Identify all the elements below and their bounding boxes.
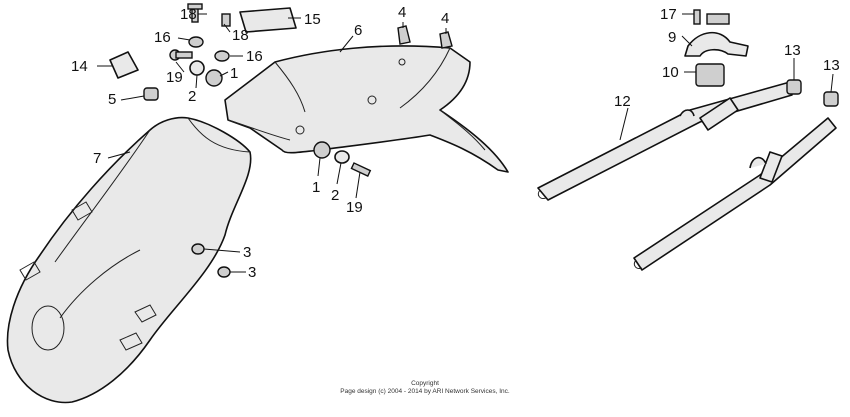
leader-lines bbox=[97, 13, 834, 273]
inner-fender-part bbox=[6, 116, 252, 404]
callout-5: 5 bbox=[108, 91, 116, 108]
callout-18-right: 18 bbox=[232, 27, 249, 44]
clamp-part bbox=[684, 13, 749, 87]
callout-9: 9 bbox=[668, 29, 676, 46]
callout-7: 7 bbox=[93, 150, 101, 167]
callout-13-left: 13 bbox=[784, 42, 801, 59]
callout-6: 6 bbox=[354, 22, 362, 39]
carrier-bar-part bbox=[537, 81, 837, 271]
callout-14: 14 bbox=[71, 58, 88, 75]
callout-4-left: 4 bbox=[398, 4, 406, 21]
callout-1-top: 1 bbox=[230, 65, 238, 82]
callout-2-top: 2 bbox=[188, 88, 196, 105]
callout-16-right: 16 bbox=[246, 48, 263, 65]
callout-labels: 18 15 16 18 16 14 6 4 4 19 1 2 5 7 1 2 1… bbox=[71, 4, 840, 281]
callout-15: 15 bbox=[304, 11, 321, 28]
callout-2-bottom: 2 bbox=[331, 187, 339, 204]
callout-16-left: 16 bbox=[154, 29, 171, 46]
callout-18-top: 18 bbox=[180, 6, 197, 23]
callout-10: 10 bbox=[662, 64, 679, 81]
rear-fender-part bbox=[224, 45, 509, 173]
callout-3-bottom: 3 bbox=[248, 264, 256, 281]
callout-4-right: 4 bbox=[441, 10, 449, 27]
callout-13-right: 13 bbox=[823, 57, 840, 74]
callout-3-top: 3 bbox=[243, 244, 251, 261]
callout-12: 12 bbox=[614, 93, 631, 110]
callout-17: 17 bbox=[660, 6, 677, 23]
copyright-notice: Page design (c) 2004 - 2014 by ARI Netwo… bbox=[340, 388, 510, 395]
callout-19-bottom: 19 bbox=[346, 199, 363, 216]
callout-1-bottom: 1 bbox=[312, 179, 320, 196]
hardware-parts bbox=[109, 3, 701, 278]
copyright-heading: Copyright bbox=[411, 380, 439, 387]
callout-19-top: 19 bbox=[166, 69, 183, 86]
end-caps-part bbox=[786, 79, 839, 107]
